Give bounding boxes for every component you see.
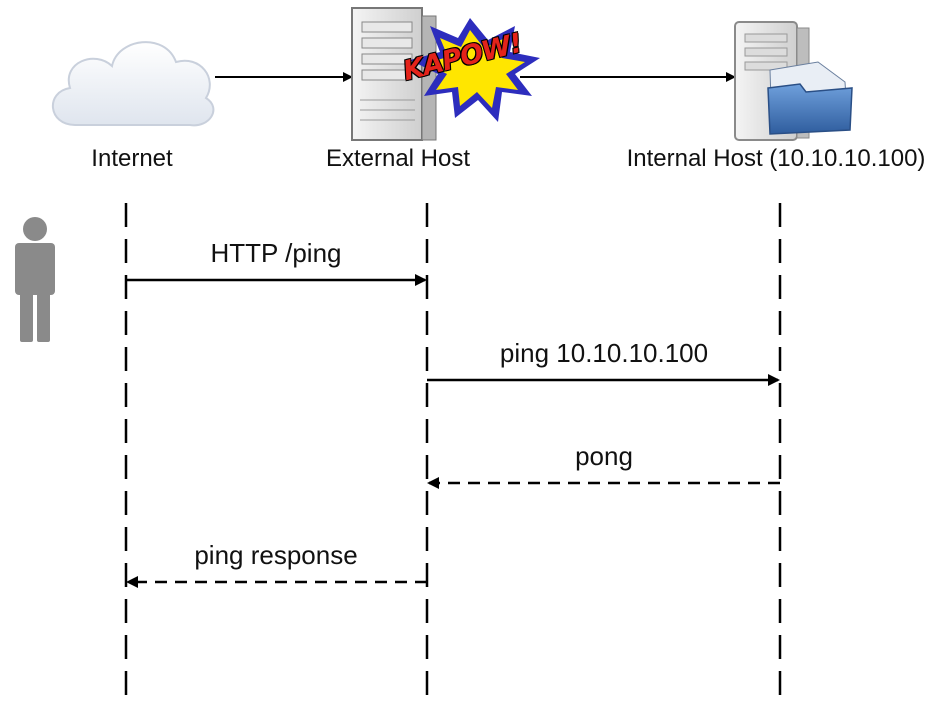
node-label-external-host: External Host [325,145,471,172]
server-icon [351,7,437,141]
explosion-burst-icon [410,18,540,122]
person-icon [15,217,55,342]
message-label-ping-response: ping response [194,540,358,570]
message-label-pong: pong [575,441,633,471]
cloud-icon [52,41,215,127]
node-label-internet: Internet [91,145,173,172]
node-label-internal-host: Internal Host (10.10.10.100) [626,145,926,172]
message-label-http-ping: HTTP /ping [210,238,342,268]
file-server-icon [734,21,853,141]
message-label-ping-internal: ping 10.10.10.100 [499,338,709,368]
